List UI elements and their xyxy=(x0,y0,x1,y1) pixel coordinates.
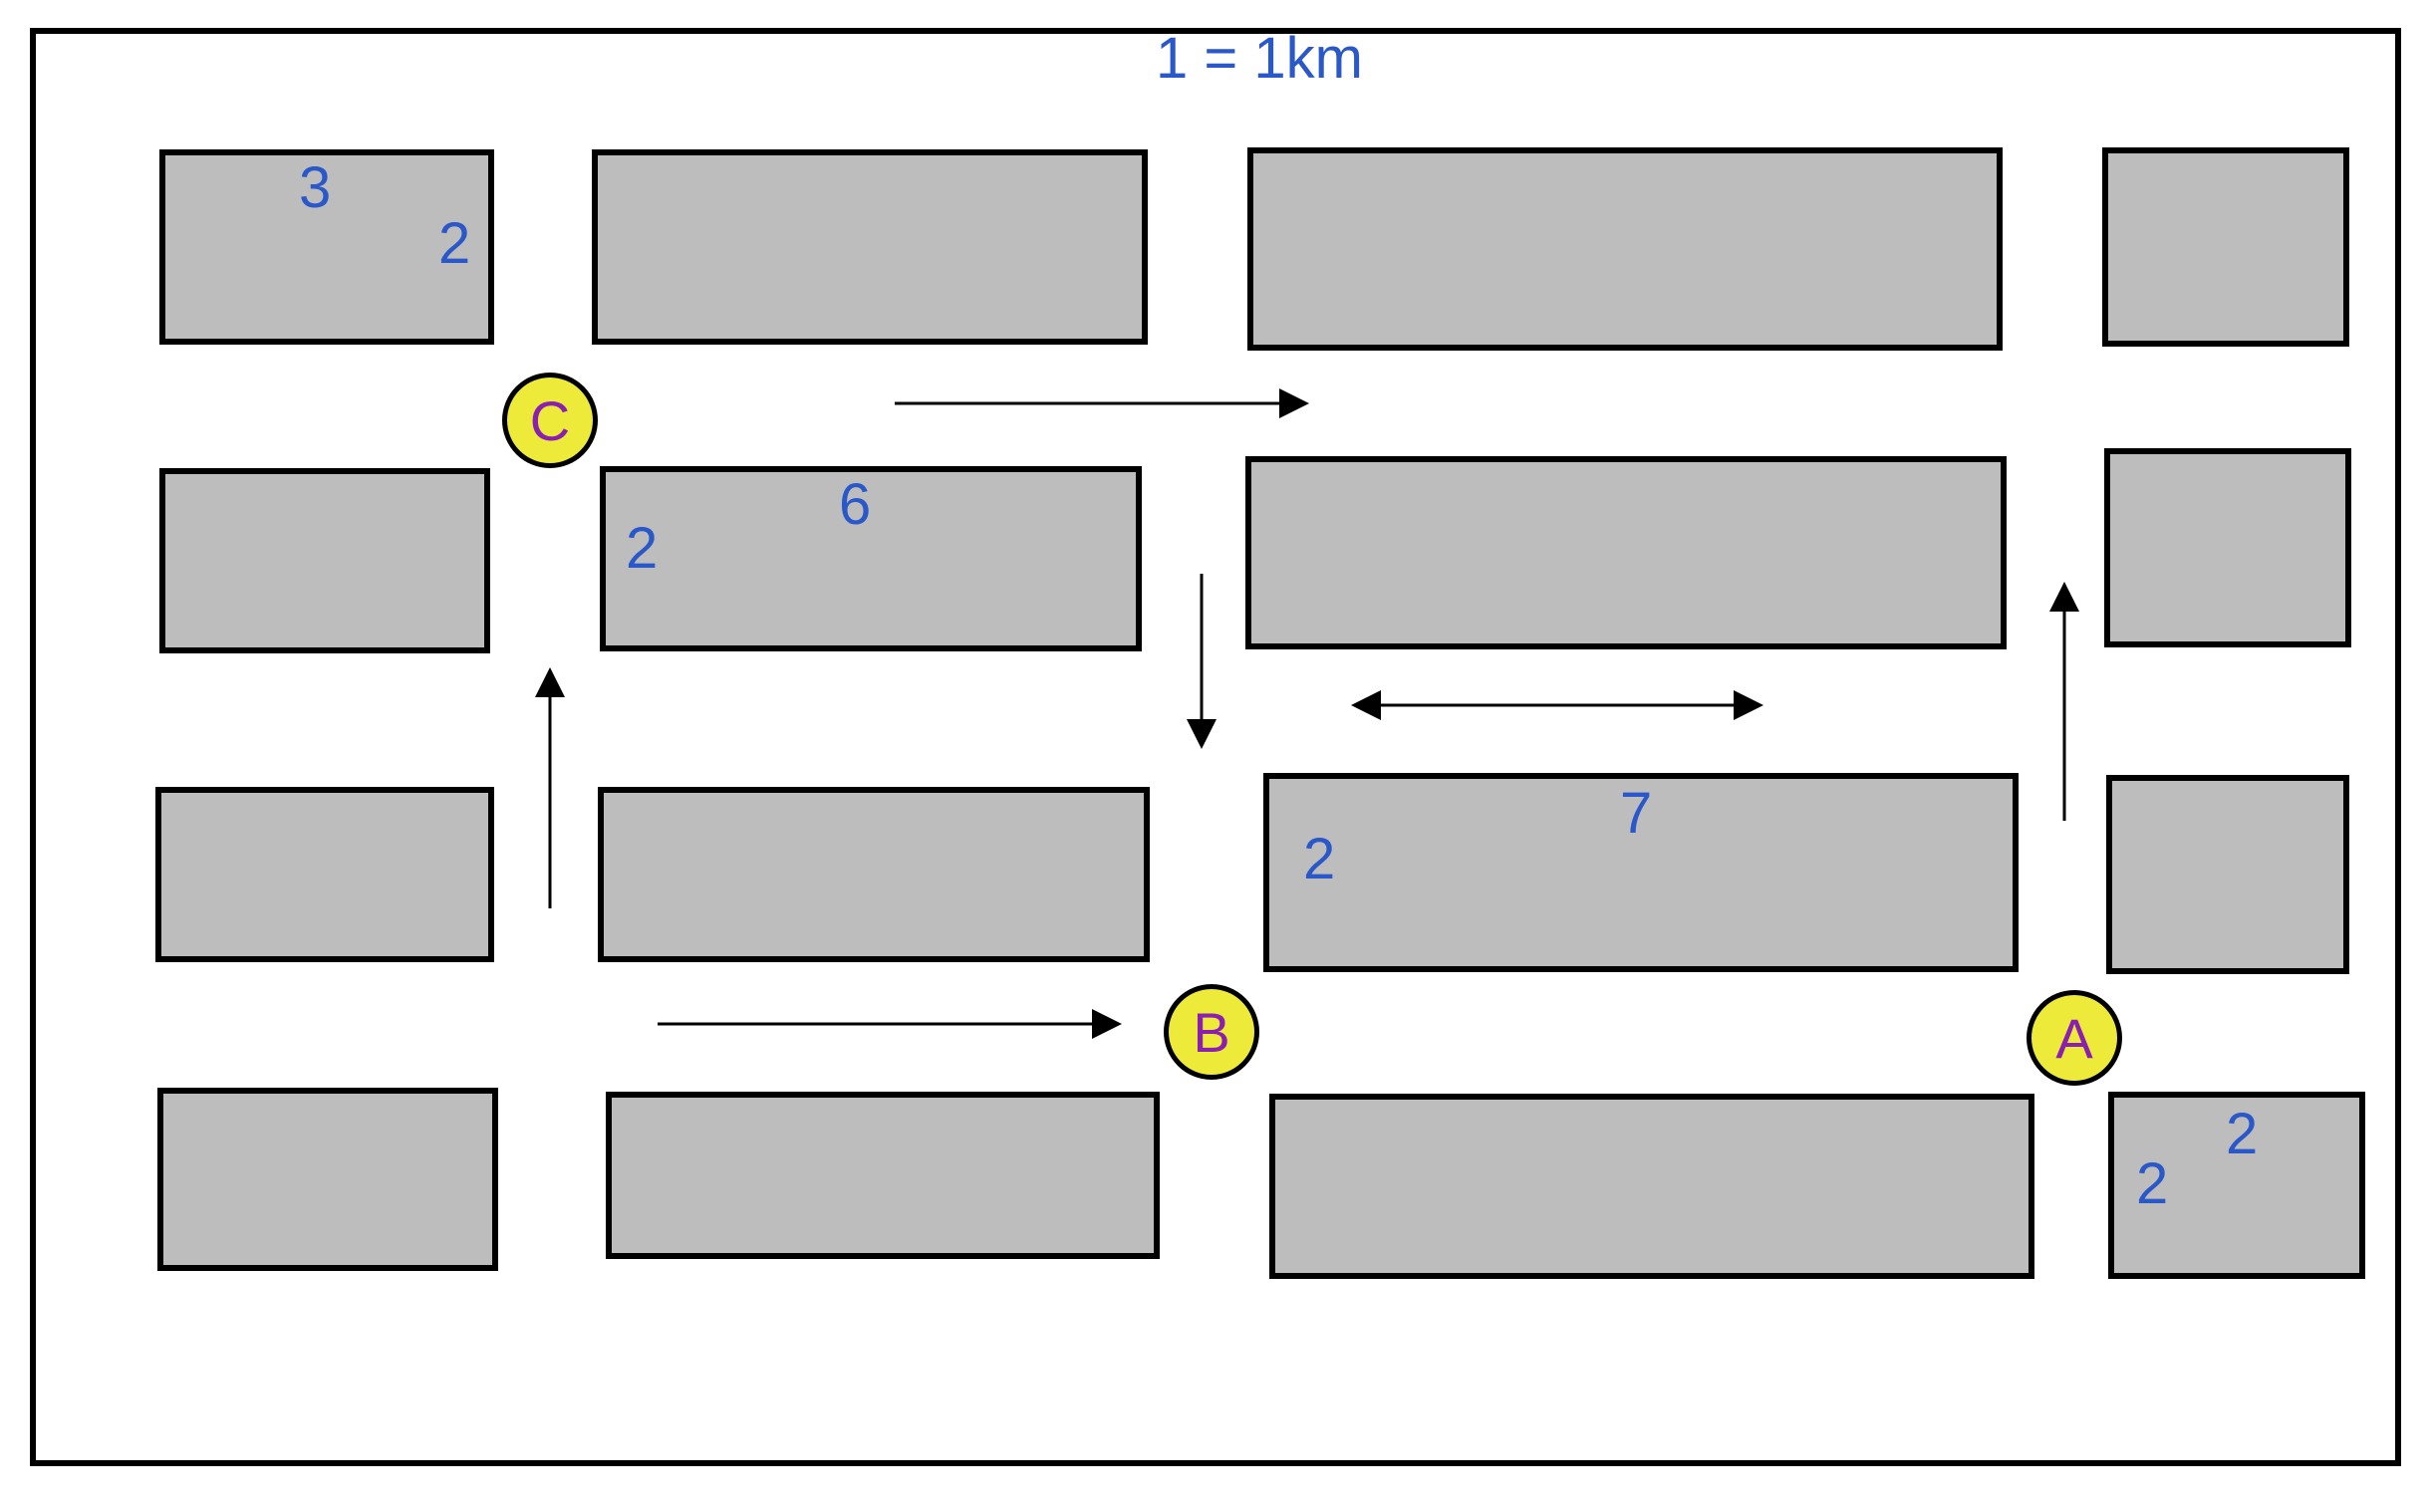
distance-label: 7 xyxy=(1620,781,1653,846)
distance-label: 2 xyxy=(2226,1102,2259,1166)
marker-c: C xyxy=(502,373,598,468)
block-r4-c3 xyxy=(1269,1094,2034,1279)
distance-label: 6 xyxy=(839,472,872,537)
block-r2-c3 xyxy=(1245,456,2007,649)
block-r2-c4 xyxy=(2104,448,2351,647)
block-r3-c2 xyxy=(598,787,1150,962)
block-r4-c2 xyxy=(606,1092,1160,1259)
map-frame xyxy=(30,28,2401,1466)
block-r1-c1 xyxy=(159,149,494,345)
distance-label: 3 xyxy=(299,155,332,220)
block-r1-c3 xyxy=(1247,147,2003,351)
block-r4-c1 xyxy=(157,1088,498,1271)
scale-label: 1 = 1km xyxy=(1156,26,1363,91)
block-r2-c1 xyxy=(159,468,490,653)
distance-label: 2 xyxy=(438,211,471,276)
block-r2-c2 xyxy=(600,466,1142,651)
distance-label: 2 xyxy=(2136,1151,2169,1216)
block-r3-c4 xyxy=(2106,775,2349,974)
block-r3-c1 xyxy=(155,787,494,962)
marker-a: A xyxy=(2027,990,2122,1086)
block-r1-c2 xyxy=(592,149,1148,345)
distance-label: 2 xyxy=(626,516,659,581)
block-r3-c3 xyxy=(1263,773,2019,972)
marker-b: B xyxy=(1164,984,1259,1080)
block-r1-c4 xyxy=(2102,147,2349,347)
block-r4-c4 xyxy=(2108,1092,2365,1279)
distance-label: 2 xyxy=(1303,827,1336,891)
